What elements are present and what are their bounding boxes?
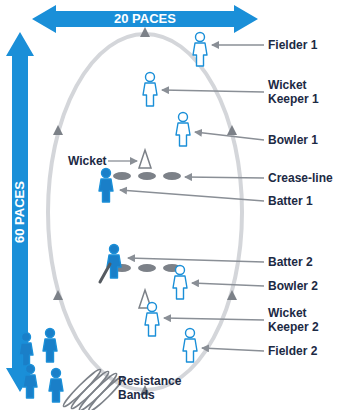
- player-figure: [100, 245, 121, 283]
- player-figure: [23, 365, 37, 399]
- player-figure: [183, 329, 197, 363]
- equipment-label: Wicket: [68, 154, 107, 168]
- pace-label: 20 PACES: [75, 11, 215, 27]
- leader-lines: [108, 45, 264, 351]
- player-label: Batter 2: [268, 255, 313, 269]
- equipment-label: Resistance Bands: [118, 374, 190, 402]
- player-figure: [173, 266, 187, 300]
- length-arrow: [6, 32, 34, 392]
- player-figure: [143, 73, 157, 107]
- resistance-bands: [61, 367, 125, 410]
- player-label: Fielder 1: [268, 38, 317, 52]
- field-oval: [48, 34, 242, 390]
- crease-marks: [113, 172, 181, 272]
- player-label: Wicket Keeper 2: [268, 306, 332, 334]
- players: [19, 33, 207, 403]
- wicket-cone: [139, 150, 151, 168]
- player-label: Bowler 1: [268, 133, 318, 147]
- player-figure: [176, 113, 190, 147]
- boundary-cones: [53, 27, 237, 395]
- player-figure: [99, 169, 113, 203]
- player-label: Fielder 2: [268, 344, 317, 358]
- equipment-label: Crease-line: [268, 171, 333, 185]
- player-figure: [43, 329, 57, 363]
- player-label: Wicket Keeper 1: [268, 78, 332, 106]
- player-figure: [193, 33, 207, 67]
- player-figure: [49, 369, 63, 403]
- player-label: Bowler 2: [268, 279, 318, 293]
- pace-label: 60 PACES: [12, 152, 28, 272]
- player-figure: [19, 333, 33, 367]
- player-label: Batter 1: [268, 194, 313, 208]
- player-figure: [145, 303, 159, 337]
